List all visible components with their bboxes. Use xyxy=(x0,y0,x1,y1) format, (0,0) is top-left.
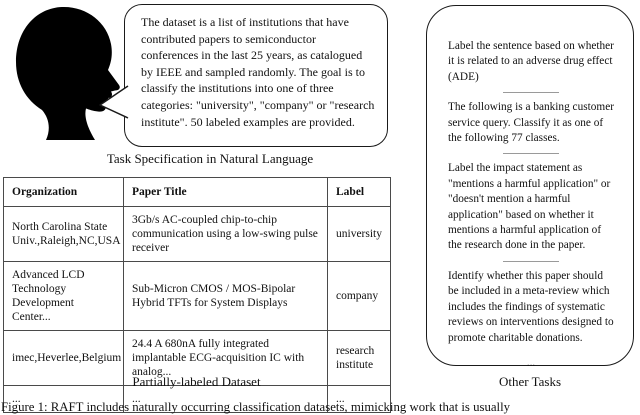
other-tasks-panel: Label the sentence based on whether it i… xyxy=(426,5,634,369)
table-row: Advanced LCD Technology Development Cent… xyxy=(3,261,391,331)
person-head-silhouette-svg xyxy=(16,6,120,141)
cell-paper-title: 24.4 A 680nA fully integrated implantabl… xyxy=(123,330,328,386)
cell-paper-title: Sub-Micron CMOS / MOS-Bipolar Hybrid TFT… xyxy=(123,261,328,331)
cell-organization: ... xyxy=(3,385,124,413)
other-task-item: Label the sentence based on whether it i… xyxy=(448,40,614,83)
caption-other-tasks: Other Tasks xyxy=(498,374,562,389)
cell-paper-title: ... xyxy=(123,385,328,413)
other-tasks-ellipsis: ... xyxy=(526,356,536,369)
cell-organization: North Carolina State Univ.,Raleigh,NC,US… xyxy=(3,206,124,262)
caption-task-specification: Task Specification in Natural Language xyxy=(106,151,314,166)
cell-label: company xyxy=(327,261,391,331)
column-header-label: Label xyxy=(327,177,391,207)
task-specification-speech-bubble: The dataset is a list of institutions th… xyxy=(124,4,388,147)
cell-paper-title: 3Gb/s AC-coupled chip-to-chip communicat… xyxy=(123,206,328,262)
other-task-item: Label the impact statement as "mentions … xyxy=(448,162,611,252)
figure-caption: Figure 1: RAFT includes naturally occurr… xyxy=(1,400,511,414)
cell-label: university xyxy=(327,206,391,262)
table-row-ellipsis: ... ... ... xyxy=(3,385,391,413)
task-divider xyxy=(503,153,559,155)
speech-bubble-tail xyxy=(99,85,129,119)
dataset-table: Organization Paper Title Label North Car… xyxy=(3,177,391,413)
cell-organization: Advanced LCD Technology Development Cent… xyxy=(3,261,124,331)
person-head-icon xyxy=(8,4,120,141)
column-header-paper-title: Paper Title xyxy=(123,177,328,207)
table-header-row: Organization Paper Title Label xyxy=(3,177,391,207)
column-header-organization: Organization xyxy=(3,177,124,207)
task-specification-text: The dataset is a list of institutions th… xyxy=(141,15,375,129)
task-divider xyxy=(503,92,559,94)
caption-partially-labeled-dataset: Partially-labeled Dataset xyxy=(132,374,261,389)
other-task-item: Identify whether this paper should be in… xyxy=(448,269,614,344)
table-row: North Carolina State Univ.,Raleigh,NC,US… xyxy=(3,206,391,262)
other-task-item: The following is a banking customer serv… xyxy=(448,101,614,145)
task-divider xyxy=(503,260,559,262)
